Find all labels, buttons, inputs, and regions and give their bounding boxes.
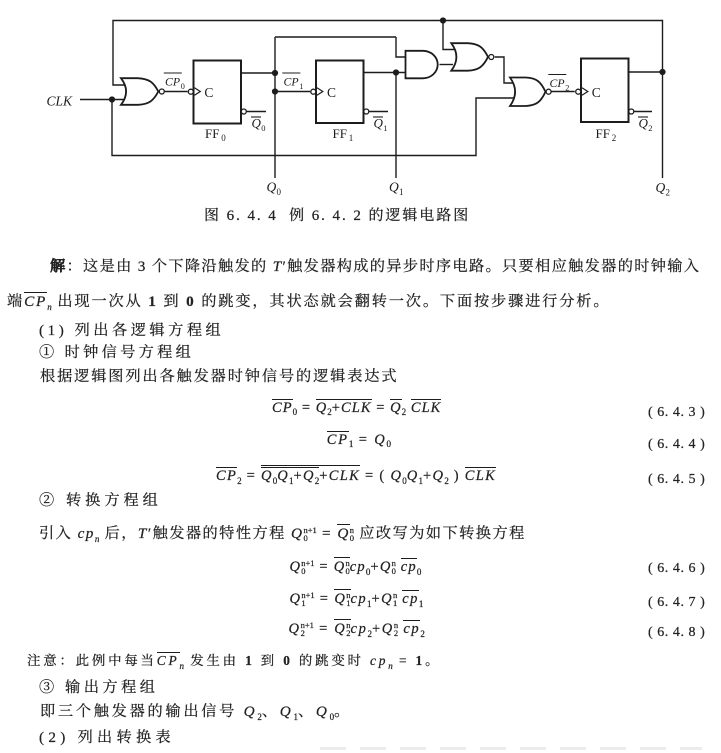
svg-text:0: 0	[181, 82, 185, 91]
svg-text:Q: Q	[374, 116, 384, 131]
svg-text:2: 2	[612, 133, 617, 143]
svg-text:C: C	[204, 85, 213, 100]
svg-text:0: 0	[277, 187, 282, 197]
svg-text:CP: CP	[284, 75, 299, 89]
svg-text:C: C	[592, 85, 601, 100]
svg-text:FF: FF	[333, 126, 347, 141]
svg-text:CP: CP	[165, 75, 180, 89]
svg-text:1: 1	[399, 187, 404, 197]
svg-text:0: 0	[261, 123, 265, 133]
svg-text:Q: Q	[656, 180, 666, 195]
svg-text:Q: Q	[252, 116, 262, 131]
svg-text:FF: FF	[596, 126, 610, 141]
svg-text:FF: FF	[205, 126, 219, 141]
svg-text:CP: CP	[550, 76, 565, 90]
svg-text:1: 1	[299, 82, 303, 91]
svg-text:2: 2	[565, 84, 569, 93]
svg-text:Q: Q	[389, 180, 399, 195]
svg-text:1: 1	[383, 123, 387, 133]
svg-text:Q: Q	[267, 180, 277, 195]
svg-text:CLK: CLK	[47, 94, 74, 109]
svg-text:Q: Q	[639, 116, 649, 131]
svg-text:2: 2	[648, 123, 652, 133]
svg-text:0: 0	[221, 133, 226, 143]
svg-text:2: 2	[666, 187, 671, 197]
svg-text:C: C	[327, 85, 336, 100]
svg-text:1: 1	[349, 133, 354, 143]
